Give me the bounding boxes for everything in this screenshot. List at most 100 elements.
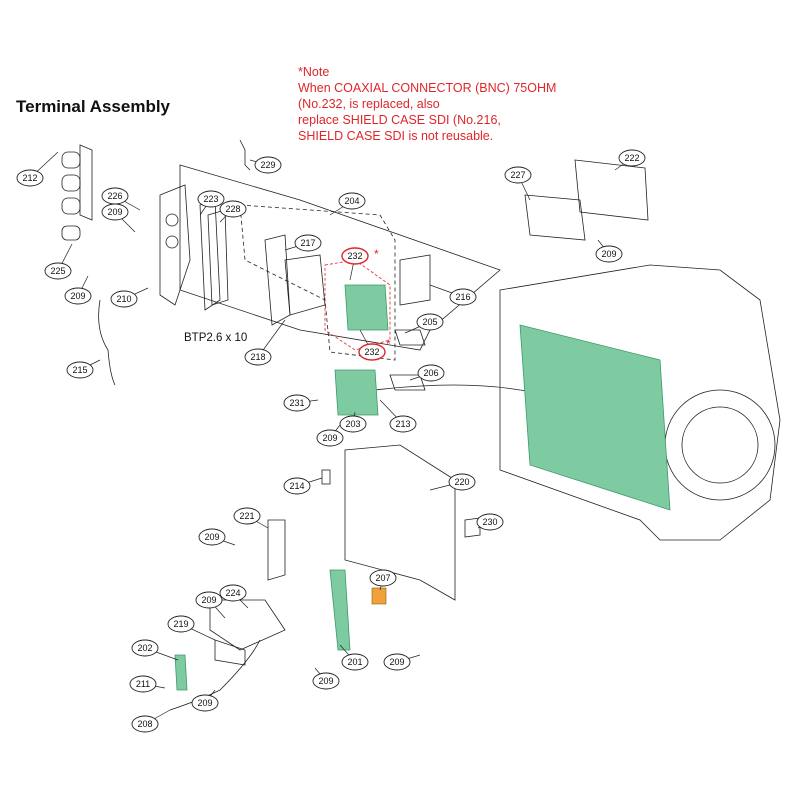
dashed-group-box (239, 204, 396, 361)
note-line: When COAXIAL CONNECTOR (BNC) 75OHM (298, 81, 557, 95)
callout-circle (358, 343, 386, 361)
callout-label: 229 (260, 160, 275, 170)
callout-circle (383, 653, 411, 671)
callout-label: 225 (50, 266, 65, 276)
callout-label: 209 (322, 433, 337, 443)
part-230 (464, 517, 481, 538)
bracket-229 (239, 139, 251, 171)
callout-label: 205 (422, 317, 437, 327)
wire-215 (98, 299, 116, 386)
callout-label: 209 (601, 249, 616, 259)
callout-label: 209 (204, 532, 219, 542)
panel-hole (165, 213, 179, 227)
cover-222 (574, 159, 649, 221)
callout-label: 223 (203, 194, 218, 204)
connector-board-232 (344, 284, 389, 331)
note-line: *Note (298, 65, 330, 79)
callout-label: 227 (510, 170, 525, 180)
callout-label: 204 (344, 196, 359, 206)
bracket-221 (267, 519, 286, 581)
callout-label: 214 (289, 481, 304, 491)
callout-label: 231 (289, 398, 304, 408)
callout-label: 203 (345, 419, 360, 429)
rear-panel (159, 184, 191, 306)
callout-label: 216 (455, 292, 470, 302)
callout-label: 209 (70, 291, 85, 301)
callout-label: 206 (423, 368, 438, 378)
callout-label: 201 (347, 657, 362, 667)
callout-circle (339, 415, 367, 433)
callout-circle (44, 262, 72, 280)
callout-label: 212 (22, 173, 37, 183)
screw-label: BTP2.6 x 10 (184, 332, 247, 344)
callout-label: 208 (137, 719, 152, 729)
callout-label: 209 (389, 657, 404, 667)
callout-label: 226 (107, 191, 122, 201)
board-202 (174, 654, 188, 691)
frame-218 (284, 254, 326, 316)
callout-label: 213 (395, 419, 410, 429)
bracket-217 (264, 234, 291, 326)
callout-circle (595, 245, 623, 263)
bracket-224 (209, 599, 286, 651)
main-board (519, 324, 671, 511)
callout-circle (233, 507, 261, 525)
cover-227 (524, 194, 586, 241)
callout-circle (131, 715, 159, 733)
callout-circle (449, 288, 477, 306)
board-201 (329, 569, 351, 651)
callout-circle (369, 569, 397, 587)
callout-circle (110, 290, 138, 308)
board-203 (334, 369, 379, 416)
highlight-marker: * (374, 247, 379, 261)
callout-circle (341, 653, 369, 671)
callout-label: 207 (375, 573, 390, 583)
callout-label: 232 (347, 251, 362, 261)
callout-label: 221 (239, 511, 254, 521)
assembly-outline (179, 164, 501, 351)
callout-circle (191, 694, 219, 712)
callout-circle (129, 675, 157, 693)
callout-label: 209 (318, 676, 333, 686)
callout-label: 222 (624, 153, 639, 163)
callout-circle (254, 156, 282, 174)
callout-label: 220 (454, 477, 469, 487)
callout-circle (448, 473, 476, 491)
lens-mount-ring (664, 389, 776, 501)
callout-circle (338, 192, 366, 210)
callout-circle (504, 166, 532, 184)
callout-circle (244, 348, 272, 366)
callout-circle (64, 287, 92, 305)
callout-circle (283, 394, 311, 412)
shield-case-216 (399, 254, 431, 306)
note-line: replace SHIELD CASE SDI (No.216, (298, 113, 501, 127)
callout-circle (341, 247, 369, 265)
callout-circle (198, 528, 226, 546)
callout-circle (312, 672, 340, 690)
callout-circle (131, 639, 159, 657)
bracket-219 (214, 639, 246, 666)
callout-label: 210 (116, 294, 131, 304)
callout-label: 219 (173, 619, 188, 629)
gasket-228 (207, 209, 229, 306)
callout-circle (416, 313, 444, 331)
callout-label: 211 (136, 679, 150, 689)
callout-circle (101, 203, 129, 221)
callout-circle (283, 477, 311, 495)
diagram-title: Terminal Assembly (16, 97, 171, 116)
highlight-marker: * (386, 337, 391, 351)
callout-circle (195, 591, 223, 609)
callout-label: 228 (225, 204, 240, 214)
callout-circle (219, 584, 247, 602)
callout-label: 209 (107, 207, 122, 217)
callout-label: 202 (137, 643, 152, 653)
plate-220 (344, 444, 456, 601)
callout-label: 230 (482, 517, 497, 527)
note-line: SHIELD CASE SDI is not reusable. (298, 129, 494, 143)
part-207 (371, 587, 387, 605)
callout-label: 215 (72, 365, 87, 375)
callout-circle (219, 200, 247, 218)
terminal-caps (61, 144, 93, 241)
